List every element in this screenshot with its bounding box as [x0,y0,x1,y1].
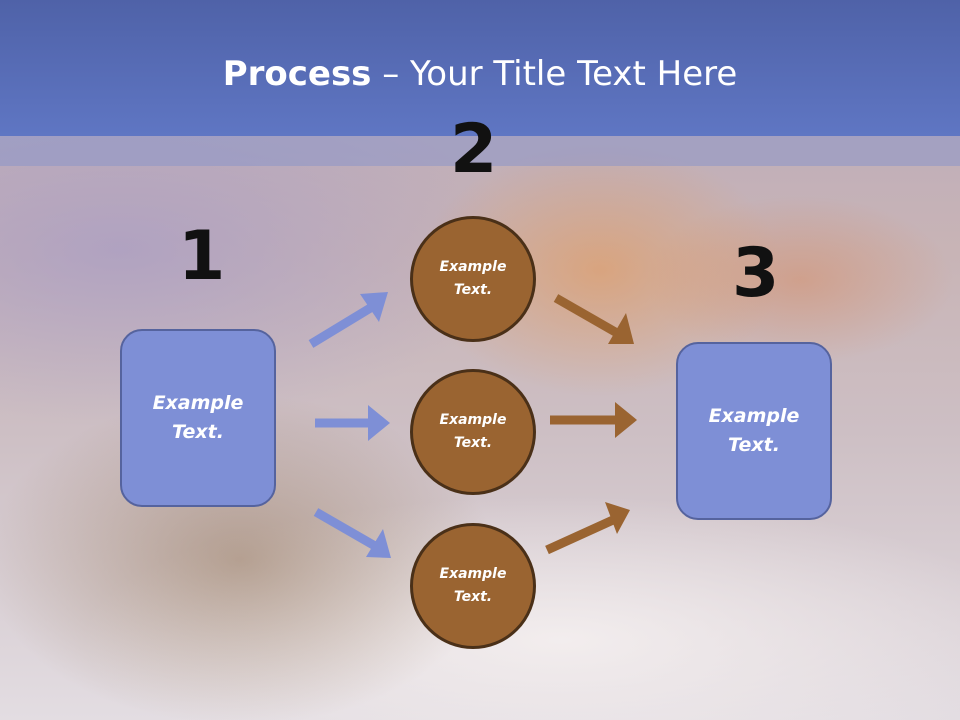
step-3-text: Example Text. [708,405,800,456]
arrow-bottom-circle-to-3 [545,502,630,555]
arrow-1-to-bottom-circle [313,508,391,558]
step-number-3: 3 [732,234,780,313]
circle-bottom-text: Example Text. [439,566,507,605]
arrow-1-to-middle-circle [315,405,390,441]
step-1-box: Example Text. [120,329,276,507]
arrow-top-circle-to-3 [553,294,634,344]
step-2-circle-middle: Example Text. [410,369,536,495]
arrow-middle-circle-to-3 [550,402,637,438]
slide-title: Process – Your Title Text Here [0,54,960,94]
step-1-text: Example Text. [152,392,244,443]
circle-middle-text: Example Text. [439,412,507,451]
step-2-circle-top: Example Text. [410,216,536,342]
title-bold: Process [222,54,372,94]
step-3-box: Example Text. [676,342,832,520]
step-number-2: 2 [450,110,498,189]
arrow-1-to-top-circle [308,292,388,348]
step-number-1: 1 [178,217,226,296]
header-strip [0,136,960,166]
title-rest: – Your Title Text Here [371,54,738,94]
circle-top-text: Example Text. [439,259,507,298]
header-bar [0,0,960,136]
step-2-circle-bottom: Example Text. [410,523,536,649]
